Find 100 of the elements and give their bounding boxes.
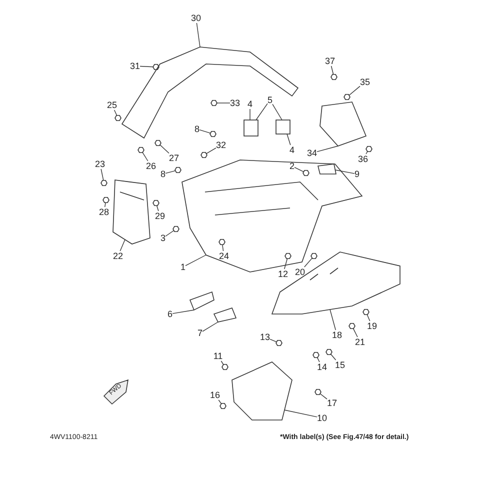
leader-line — [256, 103, 268, 120]
leader-line — [222, 244, 224, 252]
leader-line — [272, 104, 282, 120]
leader-line — [320, 393, 328, 400]
callout-number: 12 — [278, 269, 288, 279]
callout-number: 35 — [360, 77, 370, 87]
leader-line — [216, 102, 230, 104]
callout-number: 30 — [191, 13, 201, 23]
bolt-icon — [366, 146, 372, 152]
leader-line — [304, 258, 313, 268]
leader-line — [114, 110, 118, 116]
bolt-icon — [152, 200, 160, 206]
leader-line — [316, 146, 338, 152]
leader-line — [294, 166, 304, 172]
bolt-icon — [172, 226, 180, 232]
callout-number: 15 — [335, 360, 345, 370]
side-panel-drawing — [112, 180, 150, 244]
plate-box — [244, 120, 258, 136]
callout-number: 16 — [210, 390, 220, 400]
callout-number: 1 — [180, 262, 186, 272]
leader-line — [270, 338, 277, 342]
callout-number: 4 — [290, 145, 294, 155]
leader-line — [284, 410, 318, 418]
callout-number: 26 — [146, 161, 156, 171]
leader-line — [156, 205, 159, 212]
callout-number: 17 — [327, 398, 337, 408]
callout-number: 20 — [295, 267, 305, 277]
leader-line — [316, 356, 320, 362]
leader-line — [120, 239, 126, 252]
plate-box — [276, 120, 290, 134]
bolt-icon — [348, 323, 356, 329]
callout-number: 29 — [155, 211, 165, 221]
bolt-icon — [220, 403, 226, 409]
cover-drawing — [320, 102, 367, 146]
leader-line — [199, 129, 211, 134]
callout-number: 13 — [260, 332, 270, 342]
callout-number: 19 — [367, 321, 377, 331]
callout-number: 27 — [169, 153, 179, 163]
callout-number: 6 — [168, 309, 172, 319]
bolt-icon — [154, 140, 162, 146]
leader-line — [172, 310, 194, 314]
callout-number: 24 — [219, 251, 229, 261]
callout-number: 7 — [198, 328, 202, 338]
leader-line — [335, 170, 355, 174]
callout-number: 14 — [317, 362, 327, 372]
bolt-icon — [344, 94, 350, 100]
callout-number: 10 — [317, 413, 327, 423]
guard-drawing — [189, 291, 214, 311]
leader-line — [202, 322, 218, 332]
bolt-icon — [174, 167, 182, 173]
leader-line — [142, 152, 148, 162]
callout-number: 28 — [99, 207, 109, 217]
bolt-icon — [312, 352, 320, 358]
callout-number: 5 — [268, 95, 272, 105]
callout-number: 8 — [160, 169, 166, 179]
leader-line — [330, 354, 336, 360]
leader-line — [196, 22, 200, 48]
leader-line — [100, 168, 104, 181]
callout-number: 3 — [160, 233, 166, 243]
leader-line — [352, 328, 358, 338]
guard-drawing — [213, 308, 237, 322]
bolt-icon — [100, 180, 108, 186]
bolt-icon — [326, 349, 332, 355]
leader-line — [284, 258, 288, 270]
callout-number: 36 — [358, 154, 368, 164]
callout-number: 23 — [95, 159, 105, 169]
rack-drawing — [121, 46, 299, 139]
leader-line — [185, 254, 206, 266]
bolt-icon — [114, 115, 122, 121]
mud-flap-drawing — [232, 362, 292, 420]
callout-number: 2 — [290, 161, 294, 171]
callout-number: 32 — [216, 140, 226, 150]
bolt-icon — [152, 64, 160, 70]
leader-line — [366, 314, 370, 322]
leader-line — [165, 230, 174, 237]
callout-number: 25 — [107, 100, 117, 110]
leader-line — [206, 148, 216, 154]
leader-line — [140, 66, 154, 68]
callout-number: 22 — [113, 251, 123, 261]
leader-line — [366, 150, 368, 154]
callout-number: 31 — [130, 61, 140, 71]
callout-number: 8 — [194, 124, 200, 134]
leader-line — [104, 202, 106, 208]
callout-number: 33 — [230, 98, 240, 108]
callout-number: 18 — [332, 330, 342, 340]
rear-fender-drawing — [272, 252, 400, 314]
bolt-icon — [222, 364, 228, 370]
bolt-icon — [284, 253, 292, 259]
leader-line — [220, 360, 224, 366]
bolt-icon — [210, 100, 218, 106]
leader-line — [348, 86, 360, 96]
callout-number: 11 — [213, 351, 223, 361]
bolt-icon — [138, 147, 144, 153]
leader-line — [330, 66, 334, 75]
callout-number: 37 — [325, 56, 335, 66]
callout-number: 4 — [248, 99, 252, 109]
bolt-icon — [310, 253, 318, 259]
callout-number: 34 — [307, 148, 317, 158]
bolt-icon — [276, 340, 282, 346]
bolt-icon — [210, 131, 216, 137]
